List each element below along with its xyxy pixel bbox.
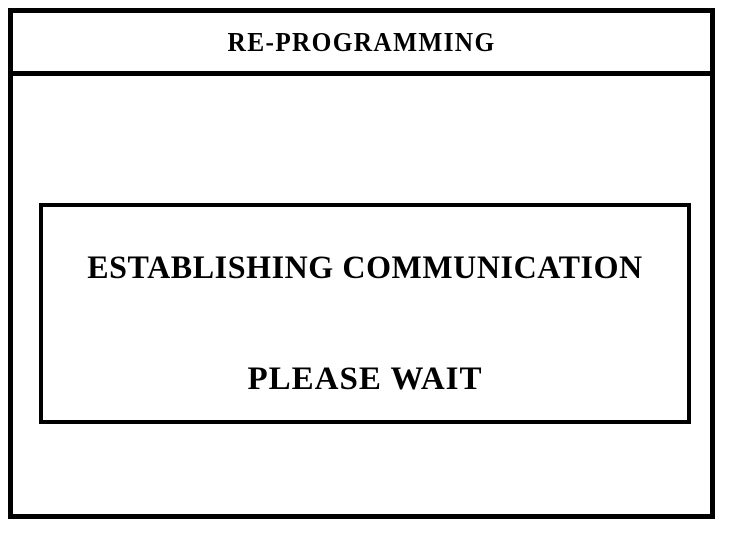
device-screen-panel: RE-PROGRAMMING ESTABLISHING COMMUNICATIO… <box>8 8 715 519</box>
screen-body: ESTABLISHING COMMUNICATION PLEASE WAIT <box>13 76 710 514</box>
message-frame: ESTABLISHING COMMUNICATION PLEASE WAIT <box>39 203 691 424</box>
status-message-secondary: PLEASE WAIT <box>247 361 483 397</box>
status-message-primary: ESTABLISHING COMMUNICATION <box>87 250 643 286</box>
title-bar: RE-PROGRAMMING <box>13 13 710 76</box>
page-title: RE-PROGRAMMING <box>227 26 496 57</box>
